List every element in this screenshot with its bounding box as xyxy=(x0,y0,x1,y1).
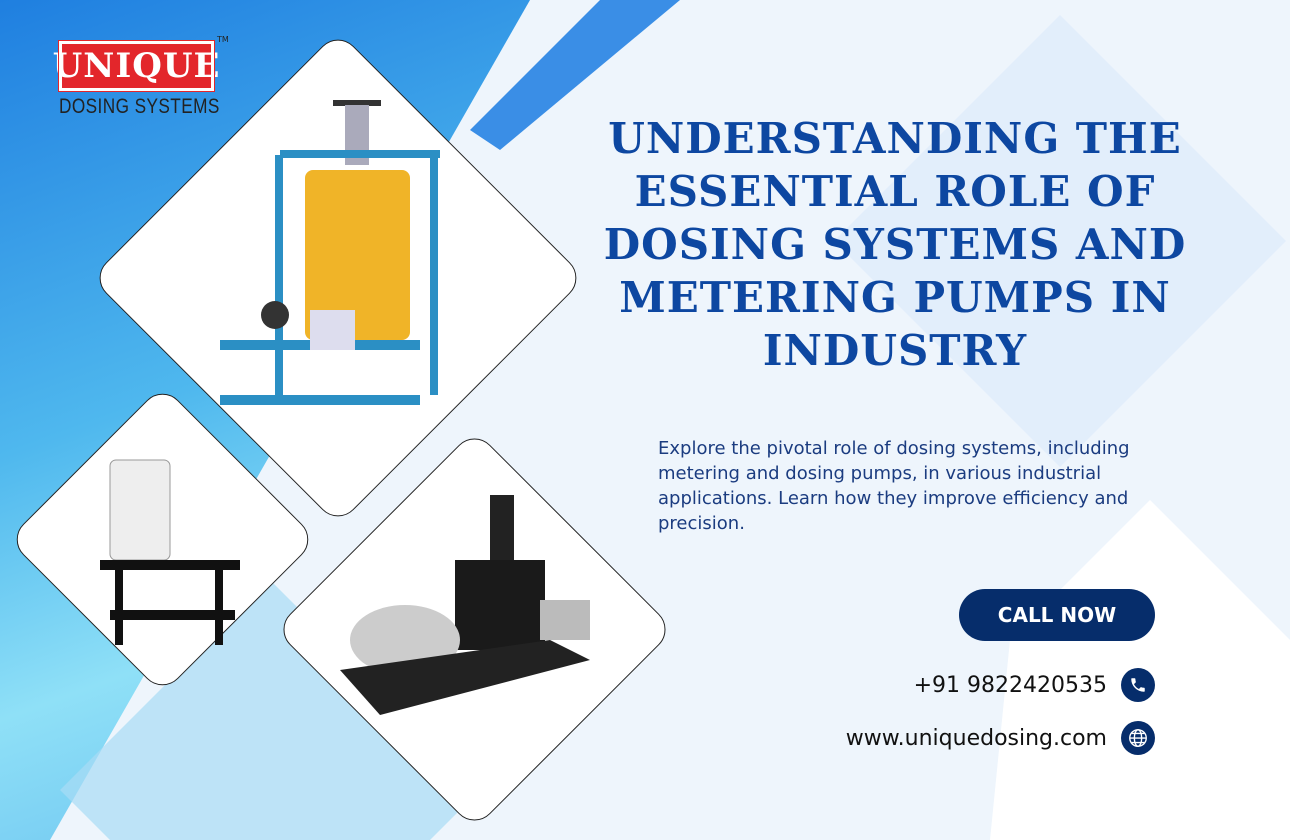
website-contact[interactable]: www.uniquedosing.com xyxy=(846,721,1155,755)
logo-subtitle: DOSING SYSTEMS xyxy=(59,95,220,118)
dosing-skid-image xyxy=(100,459,240,645)
call-now-button[interactable]: CALL NOW xyxy=(959,589,1155,641)
globe-icon xyxy=(1121,721,1155,755)
phone-number[interactable]: +91 9822420535 xyxy=(913,672,1107,698)
logo: TM UNIQUE DOSING SYSTEMS xyxy=(53,35,255,119)
phone-icon xyxy=(1121,668,1155,702)
logo-wordmark: UNIQUE xyxy=(53,40,219,92)
trademark: TM xyxy=(217,35,229,44)
website-link[interactable]: www.uniquedosing.com xyxy=(845,725,1107,751)
description: Explore the pivotal role of dosing syste… xyxy=(658,438,1130,534)
headline: UNDERSTANDING THE ESSENTIAL ROLE OF DOSI… xyxy=(603,114,1187,375)
phone-contact[interactable]: +91 9822420535 xyxy=(914,668,1155,702)
metering-pump-image xyxy=(340,495,590,715)
dosing-tank-image xyxy=(220,100,440,405)
